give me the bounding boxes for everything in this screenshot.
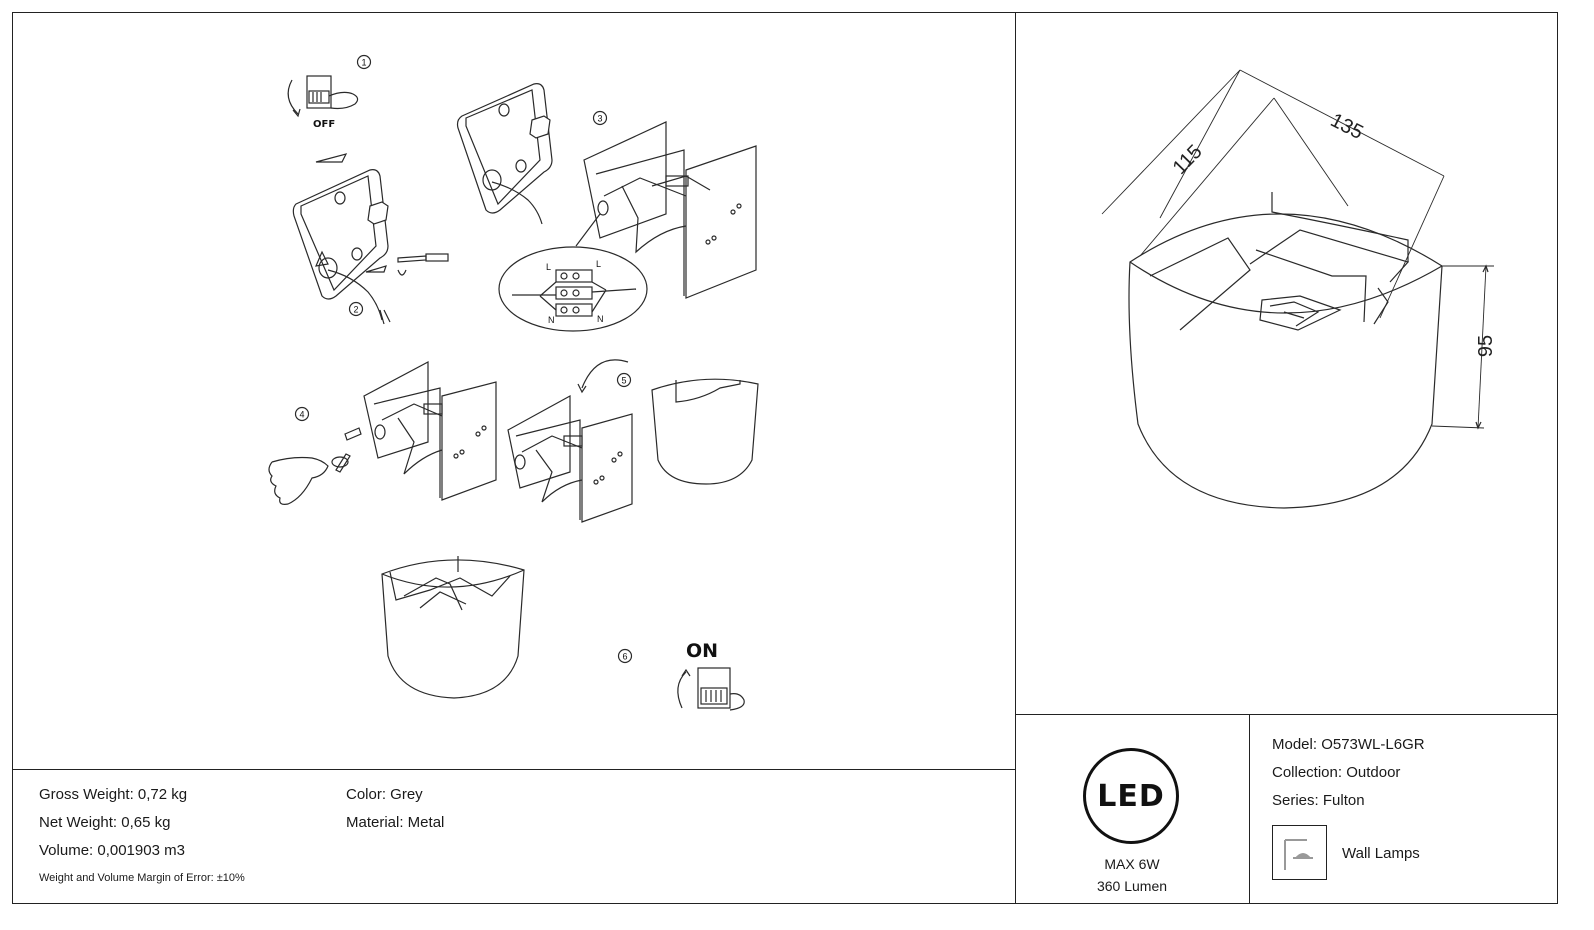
wiring-label-n-left: N [548,315,555,325]
step-3-lamp-body [575,121,757,299]
step-1-number: 1 [361,58,366,68]
color: Color: Grey [346,786,423,803]
step-6-assembled-lamp [381,556,525,699]
info-column-divider [1249,714,1250,904]
material: Material: Metal [346,814,445,831]
info-divider [1015,714,1558,715]
net-weight: Net Weight: 0,65 kg [39,814,171,831]
step-6-number: 6 [622,652,627,662]
step-2-mounting-plate [292,153,449,325]
step-2-number: 2 [353,305,358,315]
step-6-switch-on-illustration [677,667,745,711]
wiring-label-n-right: N [597,314,604,324]
step-1-switch-off-illustration [287,75,359,118]
sheet-frame [12,12,1558,904]
gross-weight: Gross Weight: 0,72 kg [39,786,188,803]
dimension-depth: 115 [1169,141,1207,179]
switch-off-label: OFF [313,119,335,130]
wiring-detail [498,246,648,332]
lamp-body-dimensioned [1128,192,1443,509]
wiring-label-l-right: L [596,259,601,269]
margin-note: Weight and Volume Margin of Error: ±10% [39,872,245,884]
step-5-number: 5 [621,376,626,386]
switch-on-label: ON [686,640,718,662]
led-logo: LED [1083,748,1179,844]
dimension-height: 95 [1475,335,1497,357]
wall-lamp-icon [1272,825,1327,880]
step-3-plate-with-cable [456,83,553,225]
category: Wall Lamps [1342,845,1420,862]
wiring-label-l-left: L [546,262,551,272]
step-3-number: 3 [597,114,602,124]
screwdriver-hand [268,427,362,505]
series: Series: Fulton [1272,792,1365,809]
dimension-width: 135 [1327,109,1367,144]
step-5-shade [577,359,759,485]
step-4-lamp-body [363,361,497,501]
model: Model: O573WL-L6GR [1272,736,1425,753]
step-5-lamp-body [507,394,633,523]
vertical-divider [1015,12,1016,904]
lumen: 360 Lumen [1096,878,1168,894]
max-power: MAX 6W [1104,856,1160,872]
step-4-number: 4 [299,410,304,420]
volume: Volume: 0,001903 m3 [39,842,185,859]
specs-divider [12,769,1016,770]
collection: Collection: Outdoor [1272,764,1401,781]
led-logo-text: LED [1097,778,1165,814]
